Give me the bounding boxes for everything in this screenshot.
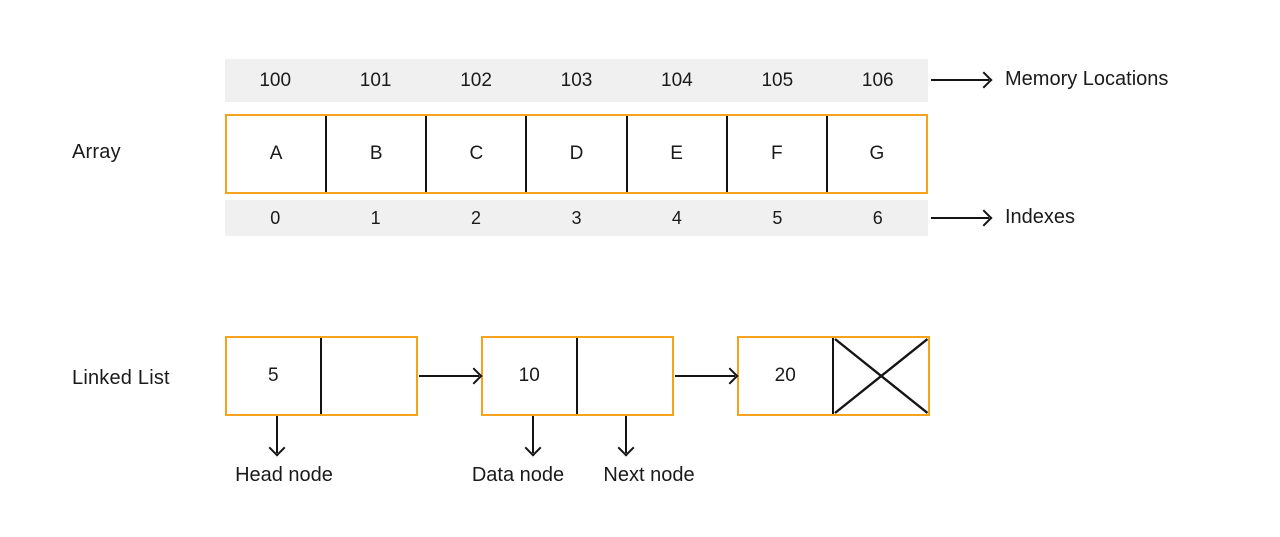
- index-cell: 6: [872, 208, 883, 228]
- data-node-label: Data node: [471, 464, 565, 486]
- array-cell: A: [227, 116, 328, 192]
- head-node-callout-arrow-icon: [276, 416, 278, 453]
- array-cell: E: [628, 116, 728, 192]
- memory-locations-band: 100 101 102 103 104 105 106: [225, 59, 928, 102]
- memory-locations-arrow-icon: [931, 79, 989, 81]
- indexes-annotation: Indexes: [1005, 206, 1076, 228]
- node-data-cell: 5: [227, 338, 322, 414]
- node-link-arrow-icon: [419, 375, 479, 377]
- node-next-cell: [322, 338, 417, 414]
- linked-list-node: 10: [481, 336, 674, 416]
- array-cell: B: [327, 116, 428, 192]
- next-node-callout-arrow-icon: [625, 416, 627, 453]
- memory-location-cell: 105: [761, 70, 794, 91]
- memory-location-cell: 104: [661, 70, 693, 91]
- index-cell: 4: [671, 208, 682, 228]
- next-node-label: Next node: [603, 464, 695, 486]
- linked-list-section-label: Linked List: [72, 367, 170, 389]
- node-link-arrow-icon: [675, 375, 735, 377]
- indexes-band: 0 1 2 3 4 5 6: [225, 200, 928, 236]
- linked-list-node: 20: [737, 336, 930, 416]
- node-next-cell: [578, 338, 673, 414]
- index-cell: 1: [370, 208, 381, 228]
- array-container: A B C D E F G: [225, 114, 928, 194]
- index-cell: 2: [471, 208, 482, 228]
- index-cell: 0: [270, 208, 281, 228]
- array-cell: D: [527, 116, 628, 192]
- memory-locations-annotation: Memory Locations: [1005, 68, 1169, 90]
- null-pointer-cross-icon: [834, 338, 929, 414]
- node-data-cell: 20: [739, 338, 834, 414]
- memory-location-cell: 102: [460, 70, 492, 91]
- data-node-callout-arrow-icon: [532, 416, 534, 453]
- array-cell: C: [427, 116, 528, 192]
- array-section-label: Array: [72, 141, 121, 163]
- indexes-arrow-icon: [931, 217, 989, 219]
- memory-location-cell: 100: [259, 70, 292, 91]
- memory-location-cell: 101: [359, 70, 392, 91]
- index-cell: 5: [772, 208, 783, 228]
- node-data-cell: 10: [483, 338, 578, 414]
- array-cell: G: [869, 143, 885, 164]
- memory-location-cell: 103: [560, 70, 593, 91]
- array-cell: F: [728, 116, 828, 192]
- node-next-cell: [834, 338, 929, 414]
- index-cell: 3: [571, 208, 582, 228]
- memory-location-cell: 106: [861, 70, 894, 91]
- linked-list-node: 5: [225, 336, 418, 416]
- head-node-label: Head node: [235, 464, 333, 486]
